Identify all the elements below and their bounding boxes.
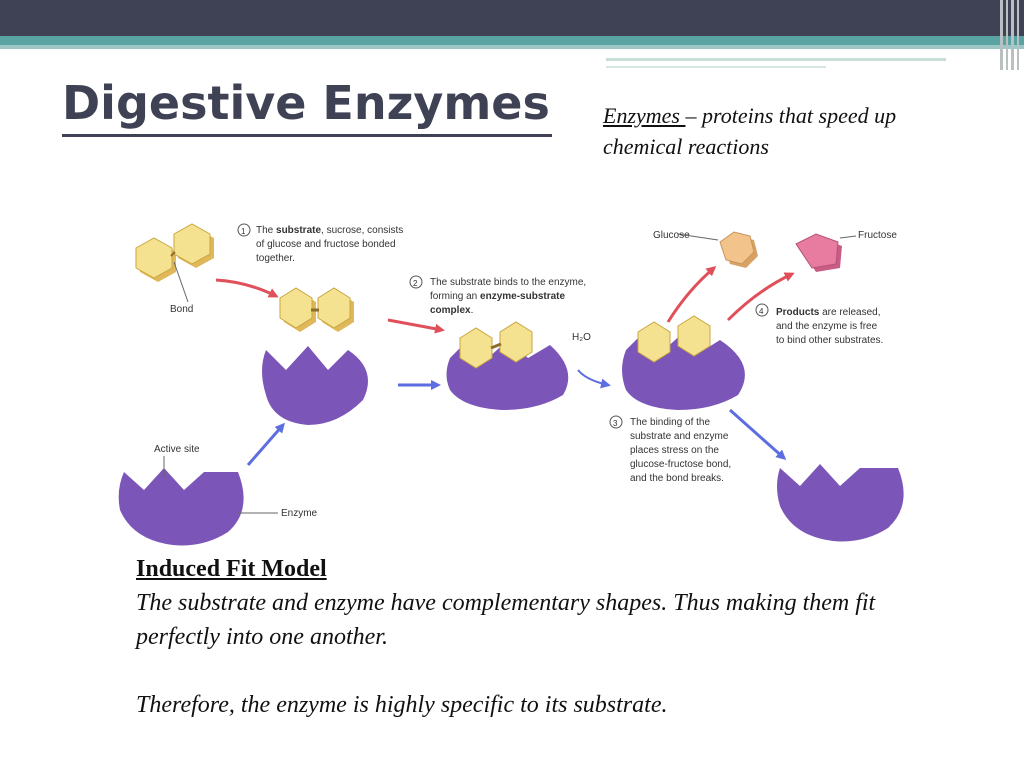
step-2-pre: forming an <box>430 291 480 302</box>
step-2-line-1: The substrate binds to the enzyme, <box>430 277 586 288</box>
step-2-line-2: forming an enzyme-substrate <box>430 291 565 302</box>
accent-line <box>606 58 946 61</box>
enzyme-definition: Enzymes – proteins that speed up chemica… <box>603 100 963 162</box>
arrow-binding <box>387 318 445 334</box>
step-3-line-3: places stress on the <box>630 445 719 456</box>
body-text: Induced Fit Model The substrate and enzy… <box>136 552 956 722</box>
step-1-line-2: of glucose and fructose bonded <box>256 239 396 250</box>
step-number-circle <box>237 223 251 237</box>
step-3-number: 3 <box>613 419 618 428</box>
definition-text: – proteins that speed up chemical reacti… <box>603 103 897 159</box>
step-3-line-4: glucose-fructose bond, <box>630 459 731 470</box>
step-3-line-5: and the bond breaks. <box>630 473 724 484</box>
paragraph-gap <box>136 654 956 688</box>
step-4-bold: Products <box>776 307 820 318</box>
label-glucose: Glucose <box>653 230 690 241</box>
label-enzyme: Enzyme <box>281 508 318 519</box>
label-active-site: Active site <box>154 444 200 455</box>
step-4-line-1: Products are released, <box>776 307 881 318</box>
title-underline <box>62 134 552 137</box>
label-water: H₂O <box>572 332 591 343</box>
arrow-enzyme-up <box>246 422 285 466</box>
step-1-line-1: The substrate, sucrose, consists <box>256 225 403 236</box>
glucose-product <box>719 231 758 268</box>
step-number-circle <box>409 275 423 289</box>
splitting-substrate <box>637 315 711 363</box>
step-2-number: 2 <box>413 279 418 288</box>
step-2-bold: enzyme-substrate <box>480 291 565 302</box>
fructose-product <box>795 233 842 272</box>
enzyme-diagram: Bond 1 The substrate, sucrose, consists … <box>118 223 904 546</box>
free-enzyme <box>118 468 244 546</box>
enzyme-shape <box>262 346 368 425</box>
step-3-line-1: The binding of the <box>630 417 710 428</box>
substrate-sucrose <box>135 223 214 282</box>
decorative-stripes <box>998 0 1024 70</box>
step-2-line-3: complex. <box>430 305 473 316</box>
section-heading: Induced Fit Model <box>136 556 327 582</box>
step-2-post: . <box>471 305 474 316</box>
step-1-pre: The <box>256 225 276 236</box>
step-4-post: are released, <box>819 307 880 318</box>
substrate-approaching <box>279 287 354 332</box>
step-1-bold: substrate <box>276 225 321 236</box>
step-4-line-2: and the enzyme is free <box>776 321 878 332</box>
label-fructose: Fructose <box>858 230 897 241</box>
step-1-post: , sucrose, consists <box>321 225 403 236</box>
arrow-enzyme-release <box>729 408 787 460</box>
step-number-circle <box>609 415 623 429</box>
step-number-circle <box>755 303 769 317</box>
paragraph-2: Therefore, the enzyme is highly specific… <box>136 692 668 718</box>
step-2-bold-2: complex <box>430 305 471 316</box>
step-4-line-3: to bind other substrates. <box>776 335 883 346</box>
arrow-substrate-approach <box>215 278 279 298</box>
step-4-number: 4 <box>759 307 764 316</box>
arrow-release-fructose <box>726 272 795 322</box>
arrow-water <box>577 369 611 389</box>
accent-line <box>606 66 826 68</box>
teal-band <box>0 36 1024 45</box>
top-bar <box>0 0 1024 36</box>
paragraph-1: The substrate and enzyme have complement… <box>136 590 876 650</box>
step-1-line-3: together. <box>256 253 295 264</box>
released-enzyme <box>777 464 904 542</box>
teal-band-thin <box>0 45 1024 49</box>
bound-substrate <box>459 321 533 369</box>
label-bond: Bond <box>170 304 193 315</box>
definition-term: Enzymes <box>603 103 686 128</box>
slide-title: Digestive Enzymes <box>62 76 550 130</box>
arrow-release-glucose <box>666 266 717 323</box>
step-1-number: 1 <box>241 227 246 236</box>
step-3-line-2: substrate and enzyme <box>630 431 729 442</box>
